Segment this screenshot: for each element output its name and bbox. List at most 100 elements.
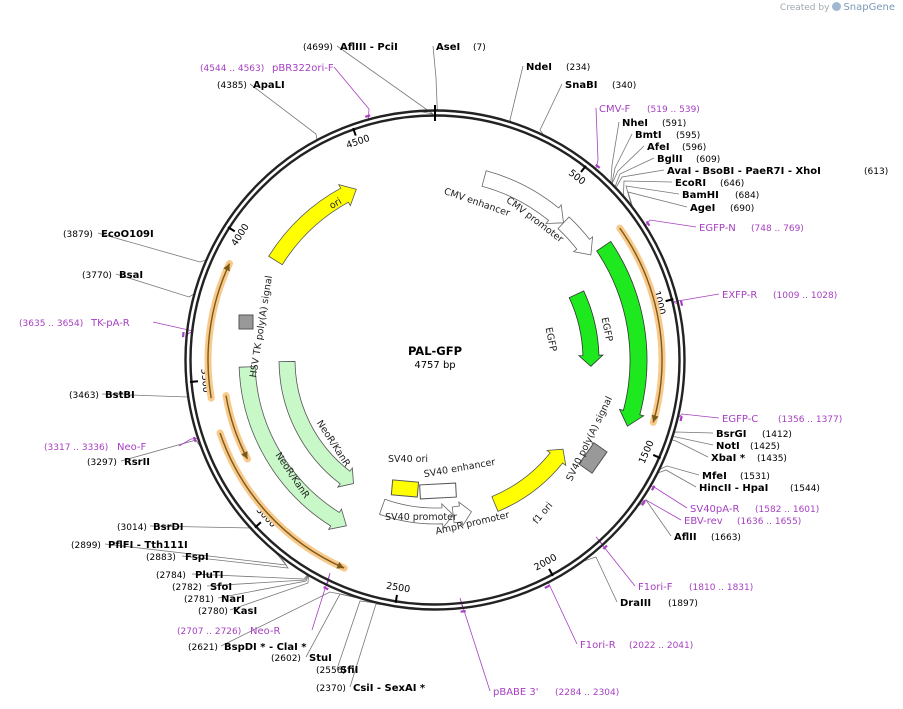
site-ecori-pos: (646) [720, 179, 744, 189]
leader-bsai [115, 273, 195, 298]
tick-mark [665, 298, 674, 303]
site-afliii: AflIII - PciI [340, 42, 398, 53]
highlight-ori-inner-arrowhead [241, 451, 248, 459]
leader-draiii [583, 556, 618, 603]
tick-mark [352, 127, 357, 136]
site-nari-pos: (2781) [184, 595, 214, 605]
leader-sfii [336, 600, 377, 670]
site-rsrii-pos: (3297) [87, 458, 117, 468]
site-stui: StuI [309, 653, 332, 664]
neokanr-inner-arrow [278, 361, 354, 488]
primer-mark-cmv-f [595, 163, 601, 169]
primer-pbr322ori-f: pBR322ori-F [272, 63, 334, 74]
primer-mark-egfp-c [679, 415, 683, 422]
site-fspi: FspI [185, 552, 209, 563]
sv40-polya-box [578, 442, 608, 474]
primer-ebv-rev: EBV-rev [684, 516, 723, 527]
tick-mark [227, 226, 236, 233]
primer-pbabe3: pBABE 3' [493, 687, 539, 698]
leader-apali [249, 83, 318, 140]
primer-neo-r-pos: (2707 .. 2726) [177, 627, 241, 637]
tick-label: 4500 [345, 133, 371, 151]
tick-mark [580, 165, 587, 173]
primer-mark-neo-r [323, 586, 329, 591]
primer-f1ori-f: F1ori-F [638, 582, 673, 593]
highlight-neo-region [216, 429, 348, 572]
leader-f1ori-f [595, 536, 636, 587]
site-bglii-pos: (609) [696, 155, 720, 165]
leader-stui [305, 593, 363, 658]
leader-sfoi [206, 575, 309, 587]
site-hincii-pos: (1544) [790, 484, 820, 494]
leader-exfp-r [671, 293, 720, 305]
site-apali: ApaLI [253, 80, 285, 91]
tick-label: 1500 [637, 439, 657, 466]
leader-pluti [191, 573, 308, 580]
site-bspdi-pos: (2621) [188, 643, 218, 653]
site-bspdi: BspDI * - ClaI * [224, 642, 307, 653]
site-bstbi-pos: (3463) [69, 391, 99, 401]
site-agei-pos: (690) [730, 204, 754, 214]
highlight-3400-region-line [207, 263, 231, 399]
primer-neo-f: Neo-F [117, 442, 147, 453]
site-bsrgi: BsrGI [716, 429, 746, 440]
site-bsrdi: BsrDI [153, 522, 184, 533]
leader-bmti [611, 133, 633, 184]
site-labels: AseI(7)NdeI(234)SnaBI(340)NheI(591)BmtI(… [19, 42, 888, 698]
tick-label: 500 [566, 168, 587, 188]
primer-neo-f-pos: (3317 .. 3336) [44, 443, 108, 453]
plasmid-size: 4757 bp [414, 360, 455, 371]
leader-pbr322ori-f [333, 66, 370, 120]
site-pluti-pos: (2784) [156, 571, 186, 581]
primer-f1ori-r: F1ori-R [580, 640, 616, 651]
tick-label: 2500 [385, 581, 411, 596]
credit-created-by: Created by [779, 3, 830, 13]
credit-brand: SnapGene [843, 2, 895, 13]
site-noti: NotI [716, 441, 740, 452]
site-bstbi: BstBI [105, 390, 135, 401]
leader-pbabe3 [459, 597, 491, 692]
primer-mark-f1ori-f [602, 544, 608, 550]
primer-exfp-r-pos: (1009 .. 1028) [773, 291, 837, 301]
leader-mfei [659, 465, 700, 476]
hsv-tk-polya-box [238, 314, 254, 330]
site-bsai-pos: (3770) [82, 271, 112, 281]
site-bglii: BglII [657, 154, 683, 165]
f1-ori-arrow [491, 448, 567, 512]
leader-ndei [509, 65, 524, 122]
highlight-3400-region [204, 260, 234, 402]
site-nhei-pos: (591) [662, 119, 686, 129]
leader-nari [217, 575, 309, 599]
leader-f1ori-r [545, 581, 578, 645]
tick-label: 4000 [229, 222, 251, 248]
tick-mark [394, 594, 398, 603]
egfp-inner-label: EGFP [543, 326, 559, 353]
site-avai-pos: (613) [864, 167, 888, 177]
leader-egfp-c [677, 413, 720, 419]
egfp-outer-arrow [596, 240, 648, 427]
primer-mark-sv40pa-r [650, 485, 656, 491]
tick-mark [254, 521, 262, 529]
primer-f1ori-f-pos: (1810 .. 1831) [689, 583, 753, 593]
egfp-inner-arrow [568, 290, 604, 367]
site-asei: AseI [436, 42, 460, 53]
site-pflfi: PflFI - Tth111I [108, 540, 188, 551]
leader-xbai [671, 439, 709, 458]
primer-exfp-r: EXFP-R [722, 290, 757, 301]
primer-ebv-rev-pos: (1636 .. 1655) [737, 517, 801, 527]
site-ndei: NdeI [526, 62, 552, 73]
site-bsrgi-pos: (1412) [762, 430, 792, 440]
cmv-promoter-arrow [557, 216, 594, 256]
site-ecori: EcoRI [675, 178, 706, 189]
highlight-egfp-region [616, 224, 666, 426]
tick-mark [189, 380, 199, 383]
leader-noti [672, 436, 714, 446]
site-noti-pos: (1425) [750, 442, 780, 452]
leader-kasi [229, 575, 309, 611]
site-rsrii: RsrII [124, 457, 150, 468]
site-mfei-pos: (1531) [740, 472, 770, 482]
site-bamhi-pos: (684) [735, 191, 759, 201]
primer-sv40pa-r-pos: (1582 .. 1601) [755, 505, 819, 515]
site-afei-pos: (596) [682, 143, 706, 153]
site-bsai: BsaI [119, 270, 143, 281]
